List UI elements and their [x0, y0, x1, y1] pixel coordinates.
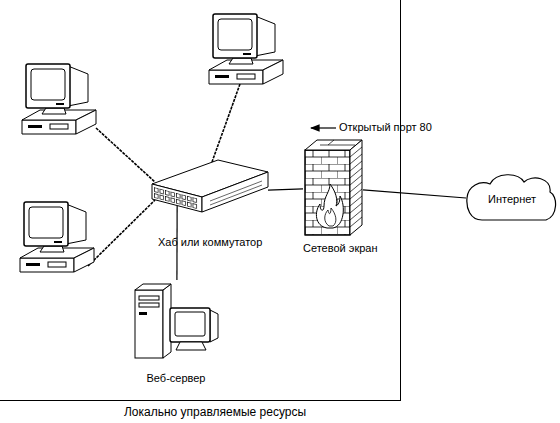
- server-icon: [176, 342, 206, 350]
- firewall-icon: [305, 150, 350, 235]
- hub-icon: [154, 187, 198, 209]
- hub-icon: [154, 187, 198, 209]
- hub-icon: [152, 160, 268, 212]
- workstation-icon: [22, 64, 96, 134]
- server-icon: [210, 310, 218, 342]
- server-icon: [170, 308, 210, 342]
- cloud-label: Интернет: [466, 193, 558, 206]
- server-icon: [139, 303, 159, 307]
- firewall-icon: [316, 184, 343, 228]
- server-icon: [135, 284, 218, 358]
- open-port-arrow: [311, 127, 336, 128]
- firewall-label: Сетевой экран: [303, 242, 383, 255]
- server-icon: [139, 296, 159, 300]
- server-icon: [175, 312, 205, 336]
- web-server-node: Веб-сервер: [130, 280, 222, 358]
- workstation-icon: [209, 14, 283, 84]
- server-icon: [135, 284, 171, 290]
- network-cable: [96, 128, 155, 182]
- resource-boundary: Локально управляемые ресурсыХаб или комм…: [0, 0, 401, 401]
- hub-node: Хаб или коммутатор: [150, 158, 268, 206]
- workstation-icon: [20, 202, 94, 272]
- firewall-icon: [350, 147, 362, 227]
- server-icon: [139, 312, 147, 315]
- network-link: [363, 190, 466, 198]
- internet-cloud: Интернет: [466, 172, 558, 224]
- firewall-icon: [305, 150, 350, 235]
- network-link: [268, 189, 303, 190]
- hub-label: Хаб или коммутатор: [158, 236, 278, 249]
- firewall-node: Сетевой экран: [303, 140, 363, 236]
- network-cable: [212, 84, 240, 162]
- network-link: [176, 206, 177, 280]
- firewall-icon: [320, 140, 355, 145]
- firewall-icon: [325, 208, 336, 226]
- boundary-caption: Локально управляемые ресурсы: [0, 405, 430, 419]
- hub-icon: [210, 181, 262, 205]
- port-label: Открытый порт 80: [339, 121, 432, 134]
- firewall-icon: [305, 140, 362, 235]
- network-cable: [88, 200, 155, 266]
- firewall-icon: [350, 140, 362, 235]
- hub-icon: [202, 172, 268, 212]
- open-port-arrow: [311, 128, 336, 129]
- hub-icon: [152, 184, 202, 212]
- server-icon: [135, 290, 163, 358]
- server-label: Веб-сервер: [130, 372, 222, 385]
